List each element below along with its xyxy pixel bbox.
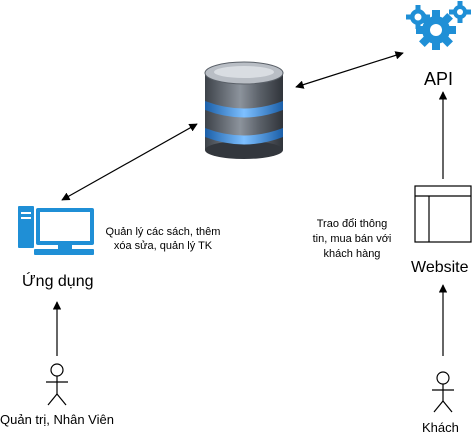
- stick-figure-icon: [46, 363, 68, 406]
- website-note-line: khách hàng: [323, 248, 381, 260]
- database-icon: [204, 61, 284, 159]
- connector-db-app: [61, 123, 198, 201]
- website-label: Website: [411, 259, 469, 276]
- website-note-line: tin, mua bán với: [312, 233, 392, 245]
- app-note: Quản lý các sách, thêm xóa sửa, quản lý …: [95, 225, 231, 253]
- website-note: Trao đổi thông tin, mua bán với khách hà…: [302, 217, 402, 262]
- gears-icon: [406, 1, 471, 50]
- app-note-line: xóa sửa, quản lý TK: [113, 240, 213, 252]
- app-note-line: Quản lý các sách, thêm: [105, 226, 221, 238]
- website-note-line: Trao đổi thông: [316, 218, 388, 230]
- api-label: API: [424, 69, 454, 89]
- stick-figure-icon: [432, 371, 454, 413]
- connector-db-api: [295, 51, 404, 89]
- admin-label: Quản trị, Nhân Viên: [0, 412, 114, 427]
- computer-icon: [18, 206, 94, 255]
- browser-window-icon: [414, 185, 472, 243]
- app-label: Ứng dụng: [22, 273, 94, 290]
- customer-label: Khách: [422, 420, 459, 435]
